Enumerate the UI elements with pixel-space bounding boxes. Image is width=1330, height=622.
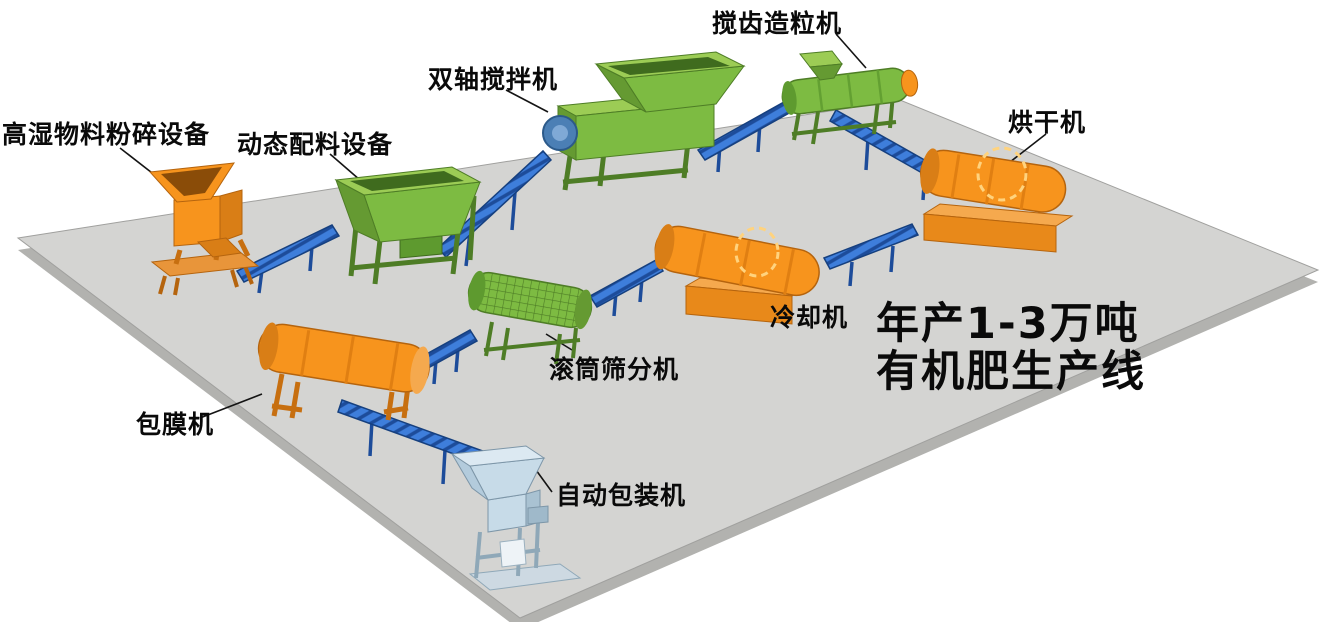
packaging-machine-graphic [450, 445, 582, 591]
production-line-title: 年产1-3万吨 有机肥生产线 [876, 300, 1146, 396]
screener-machine-graphic [467, 270, 593, 365]
granulator-machine-graphic [781, 50, 919, 145]
batching-machine-graphic [334, 166, 482, 285]
label-cooler: 冷却机 [770, 303, 849, 332]
label-screener: 滚筒筛分机 [549, 355, 680, 384]
title-line-1: 年产1-3万吨 [876, 299, 1140, 349]
label-mixer: 双轴搅拌机 [428, 65, 559, 94]
conveyor-cooler-to-screener-graphic [588, 259, 665, 317]
crusher-machine-graphic [148, 162, 260, 296]
conveyor-dryer-to-cooler-graphic [822, 223, 920, 287]
label-packaging: 自动包装机 [556, 481, 687, 510]
dryer-machine-graphic [920, 146, 1074, 253]
label-dryer: 烘干机 [1008, 108, 1087, 137]
conveyor-crusher-to-batching-graphic [235, 224, 341, 294]
mixer-machine-graphic [542, 51, 746, 191]
cooler-machine-graphic [654, 224, 820, 325]
label-crusher: 高湿物料粉碎设备 [2, 120, 211, 149]
label-batching: 动态配料设备 [237, 130, 394, 159]
title-line-2: 有机肥生产线 [876, 347, 1146, 398]
coating-machine-graphic [257, 322, 430, 421]
label-granulator: 搅齿造粒机 [712, 9, 843, 38]
label-coating: 包膜机 [136, 410, 215, 439]
